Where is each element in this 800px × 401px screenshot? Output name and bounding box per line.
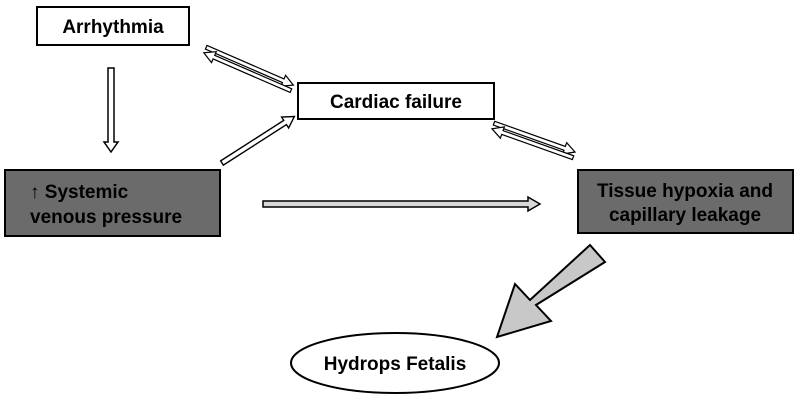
arrhythmia-label: Arrhythmia — [62, 17, 164, 38]
node-systemic-venous-pressure: ↑ Systemic venous pressure — [4, 169, 221, 237]
arrow-venous-pressure-to-tissue-hypoxia — [262, 195, 542, 213]
arrow-cardiac-failure-to-arrhythmia — [202, 50, 293, 94]
cardiac-failure-box — [297, 82, 495, 120]
systemic-venous-pressure-line1: ↑ Systemic — [30, 182, 129, 203]
hydrops-fetalis-ellipse — [290, 332, 500, 394]
node-hydrops-fetalis: Hydrops Fetalis — [290, 332, 500, 394]
node-tissue-hypoxia: Tissue hypoxia and capillary leakage — [577, 169, 794, 234]
node-arrhythmia: Arrhythmia — [36, 6, 190, 46]
double-arrow-arrhythmia-cardiac-failure — [202, 44, 295, 94]
arrow-cardiac-failure-to-tissue-hypoxia — [492, 120, 577, 155]
arrow-arrhythmia-to-cardiac-failure — [204, 44, 295, 87]
arrhythmia-box — [36, 6, 190, 46]
hydrops-fetalis-label: Hydrops Fetalis — [324, 354, 467, 375]
arrow-venous-pressure-to-cardiac-failure — [219, 115, 296, 167]
cardiac-failure-label: Cardiac failure — [330, 92, 462, 113]
big-arrow-tissue-hypoxia-to-hydrops — [495, 243, 607, 339]
arrow-tissue-hypoxia-to-cardiac-failure — [490, 126, 575, 161]
tissue-hypoxia-box — [577, 169, 794, 234]
tissue-hypoxia-line2: capillary leakage — [609, 205, 761, 226]
systemic-venous-pressure-box — [4, 169, 221, 237]
node-cardiac-failure: Cardiac failure — [297, 82, 495, 120]
double-arrow-cardiac-failure-tissue-hypoxia — [490, 120, 577, 161]
systemic-venous-pressure-line2: venous pressure — [30, 207, 182, 228]
tissue-hypoxia-line1: Tissue hypoxia and — [597, 181, 773, 202]
arrow-arrhythmia-to-venous-pressure — [102, 67, 120, 154]
